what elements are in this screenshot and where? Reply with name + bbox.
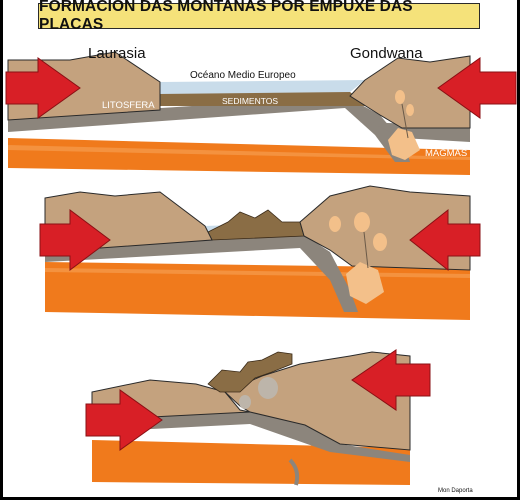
stage3-left-arrow [85,389,163,451]
stage1-magma [388,128,420,160]
stage1-left-arrow [5,57,81,119]
stage1-mantle-band [8,145,470,160]
stage2-sediment-fold [207,209,305,241]
stage3-mantle [92,440,410,485]
stage1-right-arrow [437,57,517,119]
stage1-sediments [158,92,368,106]
title-text: FORMACIÓN DAS MONTAÑAS POR EMPUXE DAS PL… [39,0,413,33]
stage-3 [85,349,431,486]
frame-left [0,0,3,500]
stage2-lithosphere [45,232,358,312]
stage2-magma [346,262,384,304]
stage1-magma-drop-1 [395,90,405,104]
stage3-magma-drop-1 [258,377,278,399]
label-laurasia: Laurasia [88,45,146,62]
stage-2 [39,185,481,320]
label-manto: MANTO [204,133,240,144]
stage-1 [5,51,517,175]
stage2-magma-drop-1 [329,216,341,232]
stage1-mantle [8,138,470,175]
title-banner: FORMACIÓN DAS MONTAÑAS POR EMPUXE DAS PL… [38,0,480,33]
label-magmas: MAGMAS [425,148,467,159]
stage3-right-arrow [351,349,431,411]
stage2-right-arrow [409,208,481,272]
frame-bottom [0,497,520,500]
stage3-magma-drop-2 [239,395,251,409]
stage2-magma-stem [363,231,369,269]
stage3-subduct-groove [288,458,300,486]
label-sedimentos: SEDIMENTOS [222,96,278,106]
stage1-magma-drop-2 [406,104,414,116]
stage1-ocean [160,80,365,96]
stage2-left-arrow [39,209,111,271]
stage1-magma-stem [401,103,409,139]
label-ocean: Océano Medio Europeo [190,70,296,81]
label-litosfera: LITOSFERA [102,100,155,111]
label-gondwana: Gondwana [350,45,423,62]
label-credit: Mon Daporta [438,488,473,494]
stage3-sediment-fold [207,351,293,393]
stage2-magma-drop-2 [354,212,370,232]
frame-right [517,0,520,500]
stage3-lithosphere [92,412,410,462]
stage1-gondwana [349,55,471,129]
stage2-magma-drop-3 [373,233,387,251]
